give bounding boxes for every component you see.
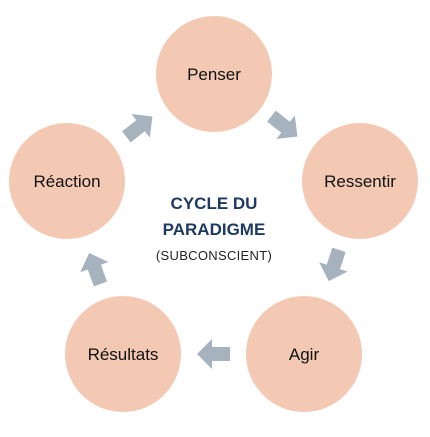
chevron-arrow-icon <box>122 113 153 143</box>
chevron-arrow-icon <box>80 253 109 287</box>
chevron-arrow-icon <box>267 110 298 140</box>
node-penser-label: Penser <box>187 65 241 84</box>
center-label: CYCLE DU PARADIGME (SUBCONSCIENT) <box>156 194 272 263</box>
arrow-reaction-to-penser <box>122 113 153 143</box>
node-resultats: Résultats <box>65 296 181 412</box>
node-agir-label: Agir <box>289 345 320 364</box>
node-penser-circle <box>156 16 272 132</box>
center-subtitle: (SUBCONSCIENT) <box>156 248 272 263</box>
node-reaction-label: Réaction <box>33 172 100 191</box>
arrow-agir-to-resultats <box>197 339 230 369</box>
node-resultats-label: Résultats <box>88 345 159 364</box>
node-reaction: Réaction <box>9 123 125 239</box>
arrow-penser-to-ressentir <box>267 110 298 140</box>
chevron-arrow-icon <box>319 247 348 282</box>
center-title-line1: CYCLE DU <box>171 194 258 213</box>
node-penser: Penser <box>156 16 272 132</box>
node-reaction-circle <box>9 123 125 239</box>
node-ressentir-label: Ressentir <box>324 172 396 191</box>
node-resultats-circle <box>65 296 181 412</box>
arrow-ressentir-to-agir <box>319 247 348 282</box>
center-title-line2: PARADIGME <box>163 220 266 239</box>
node-agir-circle <box>246 296 362 412</box>
node-ressentir-circle <box>302 123 418 239</box>
node-agir: Agir <box>246 296 362 412</box>
arrow-resultats-to-reaction <box>80 253 109 287</box>
node-ressentir: Ressentir <box>302 123 418 239</box>
chevron-arrow-icon <box>197 339 230 369</box>
